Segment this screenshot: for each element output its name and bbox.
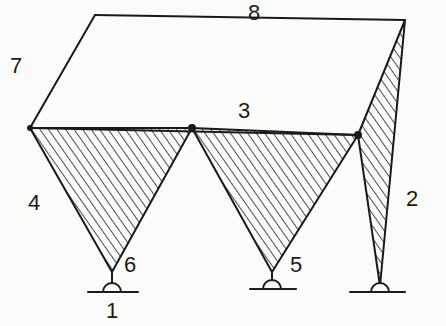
ground-pivot xyxy=(263,280,281,289)
callout-number: 7 xyxy=(10,55,22,77)
hatched-triangle xyxy=(30,128,192,272)
joint xyxy=(189,125,195,131)
ground-line xyxy=(350,291,405,293)
callout-number: 2 xyxy=(406,188,418,210)
callout-number: 6 xyxy=(124,254,136,276)
ground-pivot xyxy=(371,283,389,292)
callout-number: 1 xyxy=(106,300,118,322)
callout-number: 3 xyxy=(238,100,250,122)
left-link xyxy=(30,15,95,128)
joint xyxy=(28,126,32,130)
ground-pivot xyxy=(103,283,121,292)
joint xyxy=(355,132,361,138)
hatched-triangle xyxy=(192,128,358,272)
callout-number: 4 xyxy=(28,192,40,214)
ground-line xyxy=(250,288,296,290)
callout-number: 8 xyxy=(248,2,260,24)
hatched-link xyxy=(358,20,405,286)
callout-number: 5 xyxy=(290,254,302,276)
ground-line xyxy=(88,291,138,293)
